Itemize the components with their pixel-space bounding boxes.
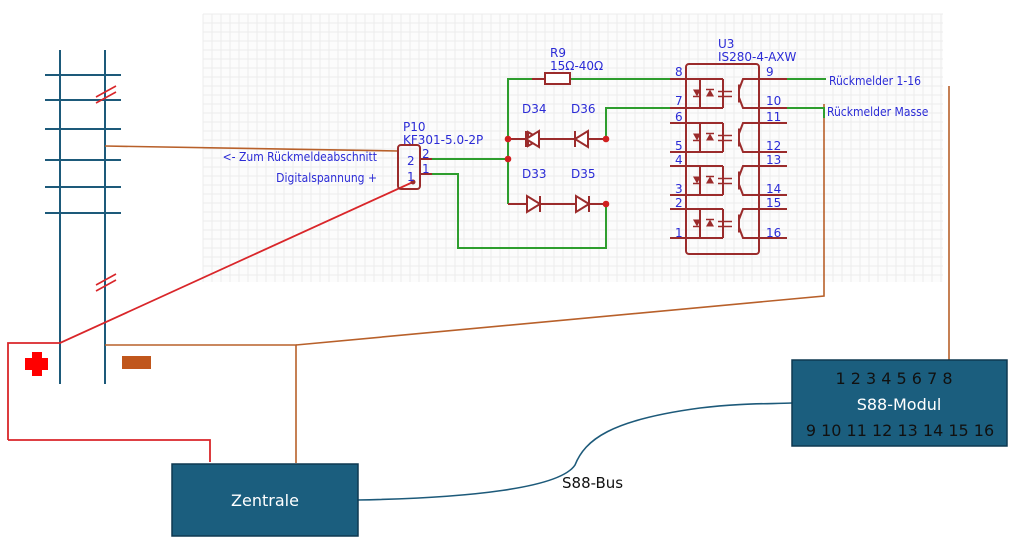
led-icon: [693, 176, 701, 184]
optocoupler-pin-right: 11: [766, 110, 781, 124]
optocoupler-pin-right: 13: [766, 153, 781, 167]
optocoupler-pin-left: 7: [675, 94, 683, 108]
s88-module-block[interactable]: 1 2 3 4 5 6 7 8 S88-Modul 9 10 11 12 13 …: [791, 359, 1008, 447]
connector-pin-outer-1: 1: [422, 162, 430, 176]
connector-body: [397, 144, 421, 190]
optocoupler-pin-left: 1: [675, 226, 683, 240]
optocoupler-body: [685, 63, 760, 255]
optocoupler-pin-left: 5: [675, 139, 683, 153]
diode-d34-icon: [524, 129, 540, 149]
plus-terminal-icon: [25, 352, 48, 376]
s88-module-title: S88-Modul: [857, 395, 942, 414]
connector-p10: P10 KF301-5.0-2P 2 1 2 1 <- Zum Rückmeld…: [223, 120, 483, 190]
optocoupler-pin-left: 3: [675, 182, 683, 196]
label-digitalspannung: Digitalspannung +: [276, 171, 377, 185]
optocoupler-channel: [670, 165, 787, 196]
wire-masse-return: [295, 104, 825, 346]
s88-module-box[interactable]: [791, 359, 1008, 447]
optocoupler-channel: [670, 78, 787, 109]
led-icon: [693, 219, 701, 227]
optocoupler-pin-right: 15: [766, 196, 781, 210]
optocoupler-pin-right: 10: [766, 94, 781, 108]
s88-bus-cable: [356, 402, 793, 501]
resistor-value: 15Ω-40Ω: [550, 59, 603, 73]
led-icon: [706, 133, 714, 141]
schematic-grid: [202, 13, 943, 282]
optocoupler-pin-right: 14: [766, 182, 781, 196]
optocoupler-pin-right: 9: [766, 65, 774, 79]
label-zum-rueckmeldeabschnitt: <- Zum Rückmeldeabschnitt: [223, 150, 377, 164]
optocoupler-pin-right: 16: [766, 226, 781, 240]
connector-part: KF301-5.0-2P: [403, 133, 483, 147]
isolation-mark-bottom-1: [95, 273, 117, 286]
zentrale-title: Zentrale: [231, 491, 299, 510]
connector-pin1-dot: [410, 179, 416, 185]
wire-digital-plus: [7, 181, 414, 440]
diode-d34-label: D34: [522, 102, 547, 116]
diode-d33-icon: [526, 194, 542, 214]
feedback-wires: [104, 86, 950, 463]
diode-d35-icon: [575, 194, 591, 214]
led-icon: [693, 133, 701, 141]
s88-bus-label: S88-Bus: [562, 474, 623, 492]
optocoupler-pin-left: 8: [675, 65, 683, 79]
optocoupler-pin-left: 6: [675, 110, 683, 124]
minus-terminal-icon: [122, 356, 151, 369]
s88-inputs-bottom: 9 10 11 12 13 14 15 16: [806, 421, 994, 440]
net-label-masse: Rückmelder Masse: [827, 105, 929, 119]
model-railway-track: [25, 50, 151, 384]
net-label-rueckmelder: Rückmelder 1-16: [829, 74, 921, 88]
optocoupler-ref: U3: [718, 37, 734, 51]
connector-ref: P10: [403, 120, 426, 134]
led-icon: [706, 89, 714, 97]
isolation-mark-top-1: [95, 85, 117, 98]
wire-track-to-connector: [104, 145, 399, 152]
isolation-mark-bottom-2: [95, 279, 117, 292]
power-wires: [7, 181, 414, 462]
resistor-r9: R9 15Ω-40Ω: [532, 46, 603, 85]
optocoupler-pin-right: 12: [766, 139, 781, 153]
connector-pin-outer-2: 2: [422, 147, 430, 161]
diode-d35-label: D35: [571, 167, 596, 181]
zentrale-box[interactable]: [171, 463, 359, 537]
optocoupler-pin-left: 4: [675, 153, 683, 167]
isolation-mark-top-2: [95, 91, 117, 104]
diode-d36-icon: [573, 129, 589, 149]
resistor-ref: R9: [550, 46, 566, 60]
diode-bridge: D34 D36 D33 D35: [504, 102, 610, 214]
led-icon: [693, 89, 701, 97]
connector-pin-inner-1: 1: [407, 170, 415, 184]
s88-inputs-top: 1 2 3 4 5 6 7 8: [835, 369, 952, 388]
led-icon: [706, 219, 714, 227]
led-icon: [706, 176, 714, 184]
diode-d36-label: D36: [571, 102, 596, 116]
optocoupler-pin-left: 2: [675, 196, 683, 210]
connector-pin-inner-2: 2: [407, 154, 415, 168]
wire-zentrale-plus: [8, 439, 211, 462]
zentrale-block[interactable]: Zentrale: [171, 463, 359, 537]
optocoupler-channel: [670, 122, 787, 153]
diode-d33-label: D33: [522, 167, 547, 181]
optocoupler-part: IS280-4-AXW: [718, 50, 797, 64]
schematic-sheet: [203, 14, 943, 282]
optocoupler-channel: [670, 208, 787, 239]
schematic-nets: [432, 78, 826, 249]
